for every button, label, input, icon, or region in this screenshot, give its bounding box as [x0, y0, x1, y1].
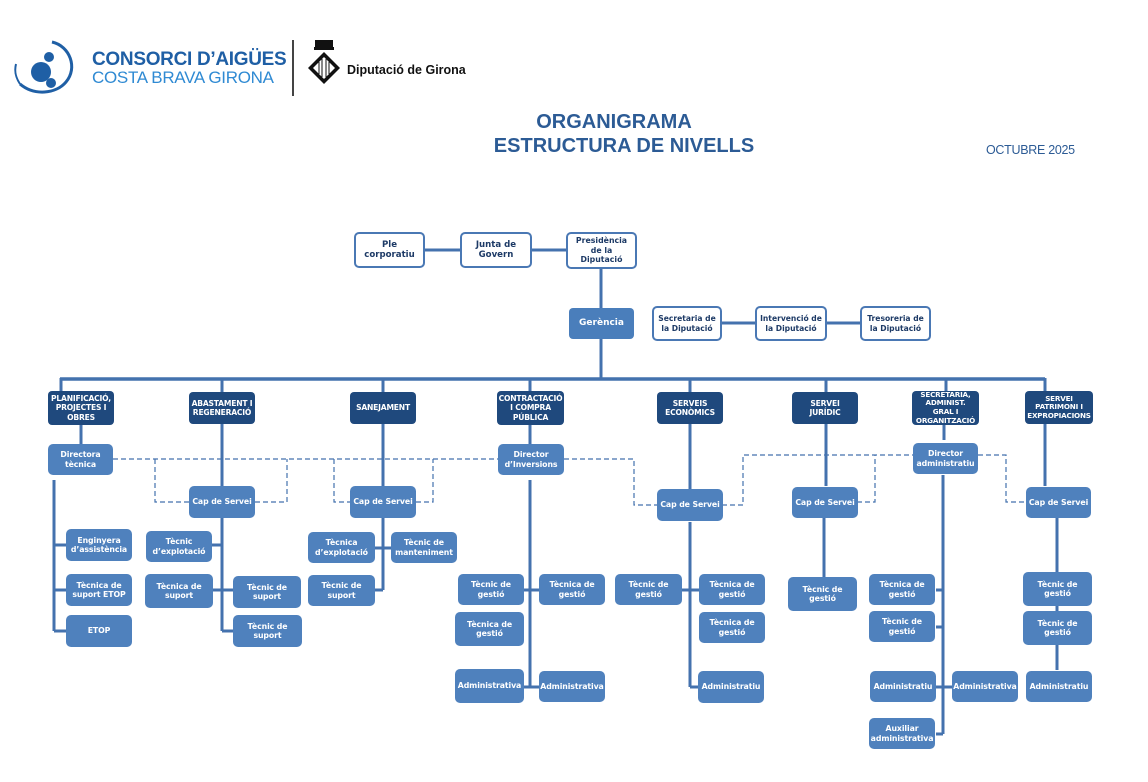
consorci-name-line1: CONSORCI D’AIGÜES: [92, 49, 287, 70]
staff-administrativa-contractacio-1[interactable]: Administrativa: [455, 669, 524, 703]
page-title: ORGANIGRAMA: [536, 111, 692, 133]
dashed-coordination-lines: [113, 454, 1026, 506]
staff-tecnica-gestio-contractacio-1[interactable]: Tècnica de gestió: [539, 574, 605, 605]
head-director-administratiu[interactable]: Director administratiu: [913, 443, 978, 474]
staff-tecnic-suport-2[interactable]: Tècnic de suport: [233, 615, 302, 647]
head-cap-servei-abastament[interactable]: Cap de Servei: [189, 486, 255, 518]
staff-tecnica-gestio-secretaria[interactable]: Tècnica de gestió: [869, 574, 935, 605]
staff-auxiliar-administrativa[interactable]: Auxiliar administrativa: [869, 718, 935, 749]
head-director-inversions[interactable]: Director d’Inversions: [498, 444, 564, 475]
presidencia-box[interactable]: Presidència de la Diputació: [566, 232, 637, 269]
staff-enginyera-assistencia[interactable]: Enginyera d’assistència: [66, 529, 132, 561]
staff-tecnica-suport-etop[interactable]: Tècnica de suport ETOP: [66, 574, 132, 606]
staff-tecnica-gestio-economics-1[interactable]: Tècnica de gestió: [699, 574, 765, 605]
staff-tecnic-explotacio[interactable]: Tècnic d’explotació: [146, 531, 212, 562]
head-directora-tecnica[interactable]: Directora tècnica: [48, 444, 113, 475]
staff-administratiu-patrimoni[interactable]: Administratiu: [1026, 671, 1092, 702]
staff-tecnica-suport[interactable]: Tècnica de suport: [145, 574, 213, 608]
tresoreria-diputacio-box[interactable]: Tresoreria de la Diputació: [860, 306, 931, 341]
dept-sanejament[interactable]: SANEJAMENT: [350, 392, 416, 424]
staff-tecnic-gestio-patrimoni-1[interactable]: Tècnic de gestió: [1023, 572, 1092, 606]
head-cap-servei-patrimoni[interactable]: Cap de Servei: [1026, 487, 1091, 518]
staff-tecnic-suport-1[interactable]: Tècnic de suport: [233, 576, 301, 608]
staff-etop[interactable]: ETOP: [66, 615, 132, 647]
head-cap-servei-juridic[interactable]: Cap de Servei: [792, 487, 858, 518]
staff-tecnic-suport-sanejament[interactable]: Tècnic de suport: [308, 575, 375, 606]
staff-tecnica-explotacio[interactable]: Tècnica d’explotació: [308, 532, 375, 563]
diputacio-name: Diputació de Girona: [347, 63, 466, 77]
staff-administrativa-secretaria[interactable]: Administrativa: [952, 671, 1018, 702]
diputacio-crest-icon: [306, 38, 342, 90]
gerencia-box[interactable]: Gerència: [569, 308, 634, 339]
dept-patrimoni[interactable]: SERVEI PATRIMONI I EXPROPIACIONS: [1025, 391, 1093, 424]
junta-govern-box[interactable]: Junta de Govern: [460, 232, 532, 268]
dept-contractacio[interactable]: CONTRACTACIÓ I COMPRA PÚBLICA: [497, 391, 564, 425]
consorci-drops-icon: [14, 40, 74, 94]
dept-abastament[interactable]: ABASTAMENT I REGENERACIÓ: [189, 392, 255, 424]
ple-corporatiu-box[interactable]: Ple corporatiu: [354, 232, 425, 268]
staff-tecnic-manteniment[interactable]: Tècnic de manteniment: [391, 532, 457, 563]
staff-administrativa-contractacio-2[interactable]: Administrativa: [539, 671, 605, 702]
staff-tecnic-gestio-patrimoni-2[interactable]: Tècnic de gestió: [1023, 611, 1092, 645]
date-label: OCTUBRE 2025: [986, 143, 1075, 157]
staff-tecnica-gestio-contractacio-2[interactable]: Tècnica de gestió: [455, 612, 524, 646]
staff-tecnic-gestio-secretaria[interactable]: Tècnic de gestió: [869, 611, 935, 642]
secretaria-diputacio-box[interactable]: Secretaria de la Diputació: [652, 306, 722, 341]
dept-planificacio[interactable]: PLANIFICACIÓ, PROJECTES I OBRES: [48, 391, 114, 425]
staff-administratiu-secretaria[interactable]: Administratiu: [870, 671, 936, 702]
head-cap-servei-economics[interactable]: Cap de Servei: [657, 489, 723, 521]
staff-tecnic-gestio-juridic[interactable]: Tècnic de gestió: [788, 577, 857, 611]
dept-serveis-economics[interactable]: SERVEIS ECONÒMICS: [657, 392, 723, 424]
page-subtitle: ESTRUCTURA DE NIVELLS: [493, 135, 755, 157]
staff-administratiu-economics[interactable]: Administratiu: [698, 671, 764, 703]
head-cap-servei-sanejament[interactable]: Cap de Servei: [350, 486, 416, 518]
staff-tecnica-gestio-economics-2[interactable]: Tècnica de gestió: [699, 612, 765, 643]
dept-secretaria[interactable]: SECRETARIA, ADMINIST. GRAL I ORGANITZACI…: [912, 390, 979, 425]
consorci-logo: [14, 40, 76, 95]
staff-tecnic-gestio-economics[interactable]: Tècnic de gestió: [615, 574, 682, 605]
staff-tecnic-gestio-contractacio[interactable]: Tècnic de gestió: [458, 574, 524, 605]
logo-divider: [292, 40, 294, 96]
dept-servei-juridic[interactable]: SERVEI JURÍDIC: [792, 392, 858, 424]
intervencio-diputacio-box[interactable]: Intervenció de la Diputació: [755, 306, 827, 341]
consorci-name-line2: COSTA BRAVA GIRONA: [92, 68, 274, 87]
